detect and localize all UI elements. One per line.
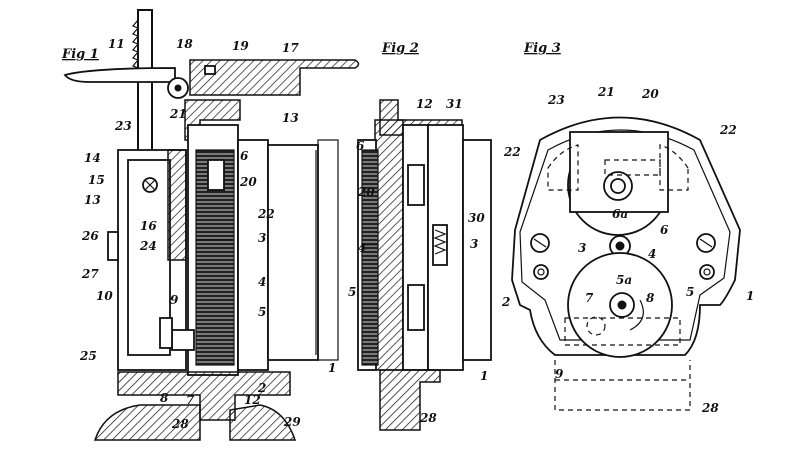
label-7-fig3: 7: [585, 291, 594, 305]
label-1-fig3: 1: [746, 289, 754, 303]
label-12-fig2: 12: [416, 97, 433, 111]
label-3-fig2: 3: [470, 237, 478, 251]
label-4-fig2: 4: [358, 241, 366, 255]
label-18: 18: [176, 37, 193, 51]
label-16: 16: [140, 219, 157, 233]
label-2: 2: [257, 381, 266, 395]
label-13-upper: 13: [282, 111, 299, 125]
label-1: 1: [328, 361, 336, 375]
label-6-fig2: 6: [356, 139, 365, 153]
figure-1-labels: 11 18 19 17 13 23 21 6 20 14 15 13 16 22…: [79, 37, 336, 431]
figure-1-title: Fig 1: [61, 47, 99, 62]
figure-1: Fig 1: [61, 9, 360, 441]
label-20: 20: [239, 175, 257, 189]
figure-2-title: Fig 2: [381, 41, 419, 56]
label-10: 10: [96, 289, 113, 303]
label-8: 8: [160, 391, 169, 405]
label-21-fig3: 21: [597, 85, 615, 99]
label-11: 11: [108, 37, 125, 51]
label-13: 13: [84, 193, 101, 207]
label-17: 17: [282, 41, 299, 55]
label-28: 28: [171, 417, 189, 431]
label-29: 29: [283, 415, 301, 429]
label-7: 7: [186, 393, 195, 407]
label-8-fig3: 8: [646, 291, 655, 305]
label-5-fig3: 5: [686, 285, 694, 299]
label-28-fig3: 28: [701, 401, 719, 415]
label-2-fig3: 2: [501, 295, 510, 309]
label-20-fig2: 20: [357, 185, 375, 199]
label-3-fig3: 3: [578, 241, 586, 255]
label-31: 31: [446, 97, 463, 111]
label-5: 5: [258, 305, 266, 319]
label-6: 6: [240, 149, 249, 163]
label-9: 9: [170, 293, 179, 307]
label-4: 4: [258, 275, 266, 289]
label-5a: 5a: [616, 273, 632, 287]
label-5-fig2: 5: [348, 285, 356, 299]
label-6-fig3: 6: [660, 223, 669, 237]
figure-2: Fig 2 12 31 6 20 30 4 3 5 1 28: [348, 41, 492, 431]
label-20-fig3: 20: [641, 87, 659, 101]
label-14: 14: [84, 151, 101, 165]
label-23-fig3: 23: [547, 93, 565, 107]
label-6a: 6a: [612, 207, 628, 221]
label-23: 23: [114, 119, 132, 133]
label-9-fig3: 9: [555, 367, 564, 381]
label-22: 22: [257, 207, 275, 221]
label-19: 19: [232, 39, 249, 53]
label-28-fig2: 28: [419, 411, 437, 425]
label-4-fig3: 4: [648, 247, 656, 261]
label-3: 3: [258, 231, 266, 245]
figure-2-labels: 12 31 6 20 30 4 3 5 1 28: [348, 97, 488, 425]
label-27: 27: [81, 267, 99, 281]
figure-3-title: Fig 3: [523, 41, 561, 56]
label-1-fig2: 1: [480, 369, 488, 383]
label-12: 12: [244, 393, 261, 407]
label-22-right: 22: [719, 123, 737, 137]
label-26: 26: [81, 229, 99, 243]
label-22-left: 22: [503, 145, 521, 159]
label-30: 30: [468, 211, 485, 225]
figure-3-labels: 23 21 20 22 22 6a 6 3 4 5a 2 7 8 5 1 9 2…: [501, 85, 754, 415]
label-15: 15: [88, 173, 105, 187]
label-24: 24: [139, 239, 157, 253]
figure-3: Fig 3 23 21 20 22: [501, 41, 754, 415]
label-21: 21: [169, 107, 187, 121]
label-25: 25: [79, 349, 97, 363]
